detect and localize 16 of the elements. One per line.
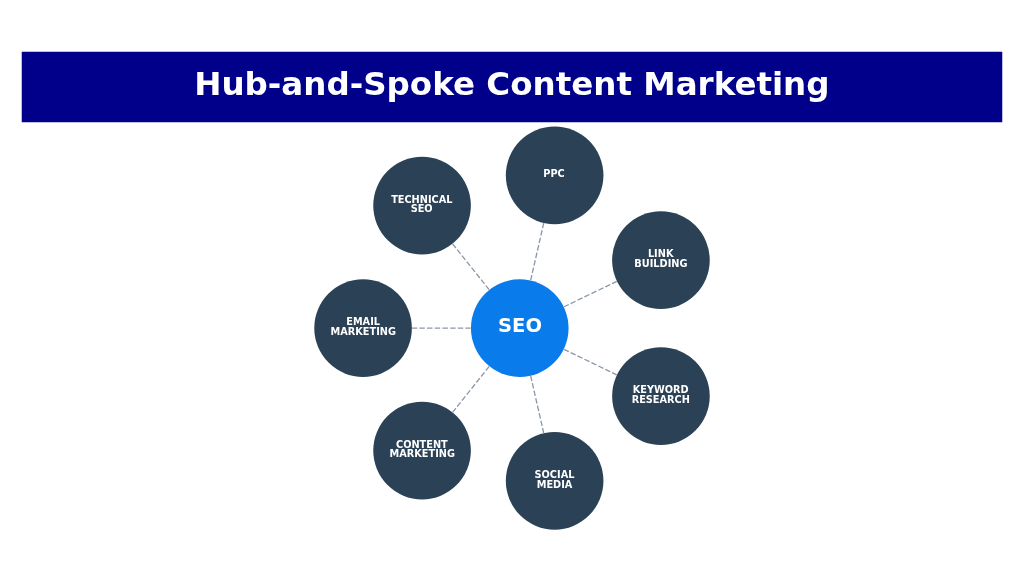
node-circle: EMAIL MARKETING (314, 278, 412, 377)
node-circle: LINK BUILDING (612, 210, 710, 309)
node-circle: KEYWORD RESEARCH (612, 346, 710, 445)
connector (411, 326, 472, 329)
node-circle: PPC (505, 126, 604, 224)
connector (563, 280, 618, 307)
diagram-title: Hub-and-Spoke Content Marketing (194, 64, 830, 103)
connector (563, 348, 618, 375)
connector (451, 365, 490, 413)
node-circle: SOCIAL MEDIA (505, 431, 604, 530)
connector (530, 374, 545, 434)
connector (451, 242, 490, 290)
node-circle: SEO (470, 278, 569, 377)
node-circle: TECHNICAL SEO (373, 156, 471, 254)
connector (530, 221, 545, 281)
node-circle: CONTENT MARKETING (373, 401, 471, 499)
